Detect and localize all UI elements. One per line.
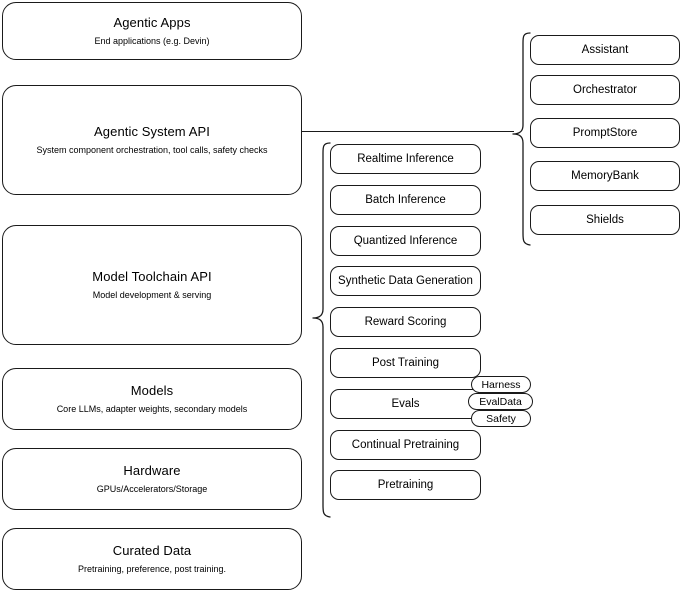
toolchain-item-continual-pretraining[interactable]: Continual Pretraining xyxy=(330,430,481,460)
evals-badge-label: EvalData xyxy=(479,395,522,408)
toolchain-item-label: Reward Scoring xyxy=(364,316,447,328)
toolchain-item-realtime-inference[interactable]: Realtime Inference xyxy=(330,144,481,174)
toolchain-item-evals[interactable]: Evals xyxy=(330,389,481,419)
layer-title: Models xyxy=(130,383,174,398)
layer-title: Agentic Apps xyxy=(113,15,191,30)
evals-badge-evaldata[interactable]: EvalData xyxy=(468,393,533,410)
evals-badge-safety[interactable]: Safety xyxy=(471,410,531,427)
system-item-label: Assistant xyxy=(581,44,629,56)
toolchain-item-label: Continual Pretraining xyxy=(351,439,460,451)
layer-box-agentic-system-api[interactable]: Agentic System API System component orch… xyxy=(2,85,302,195)
layer-box-agentic-apps[interactable]: Agentic Apps End applications (e.g. Devi… xyxy=(2,2,302,60)
toolchain-item-synthetic-data-generation[interactable]: Synthetic Data Generation xyxy=(330,266,481,296)
evals-badge-harness[interactable]: Harness xyxy=(471,376,531,393)
evals-badge-label: Safety xyxy=(486,412,516,425)
system-item-label: MemoryBank xyxy=(571,170,639,182)
toolchain-item-reward-scoring[interactable]: Reward Scoring xyxy=(330,307,481,337)
layer-box-models[interactable]: Models Core LLMs, adapter weights, secon… xyxy=(2,368,302,430)
system-item-label: Orchestrator xyxy=(573,84,637,96)
toolchain-item-label: Quantized Inference xyxy=(353,235,458,247)
system-item-assistant[interactable]: Assistant xyxy=(530,35,680,65)
toolchain-item-label: Evals xyxy=(391,398,420,410)
toolchain-item-label: Synthetic Data Generation xyxy=(338,275,473,287)
layer-title: Hardware xyxy=(123,463,181,478)
toolchain-item-label: Pretraining xyxy=(377,479,434,491)
layer-box-model-toolchain-api[interactable]: Model Toolchain API Model development & … xyxy=(2,225,302,345)
system-item-shields[interactable]: Shields xyxy=(530,205,680,235)
system-item-orchestrator[interactable]: Orchestrator xyxy=(530,75,680,105)
system-item-memorybank[interactable]: MemoryBank xyxy=(530,161,680,191)
evals-badge-label: Harness xyxy=(481,378,521,391)
system-item-promptstore[interactable]: PromptStore xyxy=(530,118,680,148)
layer-subtitle: GPUs/Accelerators/Storage xyxy=(96,484,208,494)
brace-model-toolchain xyxy=(311,141,331,519)
layer-subtitle: End applications (e.g. Devin) xyxy=(94,36,210,46)
layer-title: Model Toolchain API xyxy=(92,269,212,284)
layer-subtitle: Pretraining, preference, post training. xyxy=(77,564,227,574)
toolchain-item-label: Batch Inference xyxy=(365,194,446,206)
layer-title: Agentic System API xyxy=(94,124,210,139)
layer-subtitle: Core LLMs, adapter weights, secondary mo… xyxy=(56,404,248,414)
connector-line-agentic-system-api xyxy=(302,131,514,133)
toolchain-item-post-training[interactable]: Post Training xyxy=(330,348,481,378)
toolchain-item-batch-inference[interactable]: Batch Inference xyxy=(330,185,481,215)
toolchain-item-label: Post Training xyxy=(371,357,440,369)
brace-agentic-system xyxy=(511,31,531,247)
system-item-label: Shields xyxy=(586,214,624,226)
toolchain-item-quantized-inference[interactable]: Quantized Inference xyxy=(330,226,481,256)
system-item-label: PromptStore xyxy=(572,127,638,139)
toolchain-item-label: Realtime Inference xyxy=(357,153,454,165)
layer-box-hardware[interactable]: Hardware GPUs/Accelerators/Storage xyxy=(2,448,302,510)
layer-box-curated-data[interactable]: Curated Data Pretraining, preference, po… xyxy=(2,528,302,590)
layer-subtitle: Model development & serving xyxy=(92,290,212,300)
toolchain-item-pretraining[interactable]: Pretraining xyxy=(330,470,481,500)
layer-title: Curated Data xyxy=(112,543,192,558)
layer-subtitle: System component orchestration, tool cal… xyxy=(36,145,268,155)
